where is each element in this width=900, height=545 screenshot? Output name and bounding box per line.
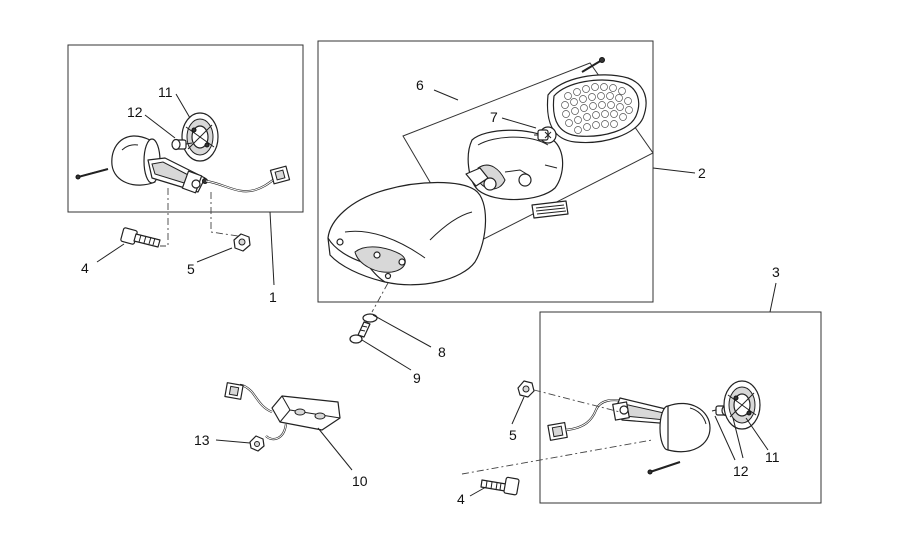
bulb-holder-left — [181, 112, 219, 162]
bulb-holder-right — [723, 380, 761, 430]
assembly-line-screw-tail — [371, 282, 389, 313]
callout-10: 10 — [352, 473, 368, 489]
plate-light — [271, 395, 341, 431]
callout-9: 9 — [413, 370, 421, 386]
callout-13: 13 — [194, 432, 210, 448]
callout-8: 8 — [438, 344, 446, 360]
frame-1 — [67, 44, 304, 213]
bulb-left — [171, 138, 193, 151]
bolt-4-left — [120, 227, 161, 248]
frame-3 — [539, 311, 822, 504]
callout-12-right: 12 — [733, 463, 749, 479]
turn-indicator-right-group — [539, 311, 822, 504]
callout-5-left: 5 — [187, 261, 195, 277]
callout-4-left: 4 — [81, 260, 89, 276]
nut-5-right — [517, 380, 535, 398]
reflector-plate — [531, 200, 569, 219]
callout-2: 2 — [698, 165, 706, 181]
plate-light-group — [215, 382, 353, 471]
indicator-wire-left — [205, 165, 291, 193]
lens-screw-right — [647, 461, 681, 475]
indicator-stalk-left — [147, 157, 208, 194]
lens-screw-left — [75, 167, 109, 180]
assembly-line-bolt-left — [160, 188, 169, 247]
connector-right — [547, 421, 568, 441]
callout-11-left: 11 — [158, 84, 173, 100]
assembly-line-nut-left — [210, 192, 239, 237]
callout-11-right: 11 — [765, 449, 780, 465]
callout-12-left: 12 — [127, 104, 143, 120]
plate-light-wire — [224, 382, 288, 441]
nut-5-left — [233, 233, 251, 252]
indicator-wire-right — [565, 399, 629, 432]
indicator-lens-right — [659, 402, 711, 453]
callout-3: 3 — [772, 264, 780, 280]
callout-1: 1 — [269, 289, 277, 305]
indicator-stalk-right — [612, 397, 673, 425]
tail-light-group — [317, 40, 654, 303]
nut-13 — [249, 435, 265, 452]
tail-light-bulb — [534, 126, 557, 144]
tail-light-housing — [465, 129, 564, 201]
frame-2 — [317, 40, 654, 303]
callout-5-right: 5 — [509, 427, 517, 443]
assembly-line-bolt-right — [461, 439, 653, 475]
callout-6: 6 — [416, 77, 424, 93]
turn-indicator-left-group — [67, 44, 304, 213]
tail-lens-screw — [581, 57, 605, 73]
screw-8-9 — [349, 313, 378, 344]
tail-light-lens — [546, 74, 647, 144]
callout-4-right: 4 — [457, 491, 465, 507]
callout-7: 7 — [490, 109, 498, 125]
rear-cover-shell — [327, 181, 487, 286]
bolt-4-right — [480, 476, 520, 496]
